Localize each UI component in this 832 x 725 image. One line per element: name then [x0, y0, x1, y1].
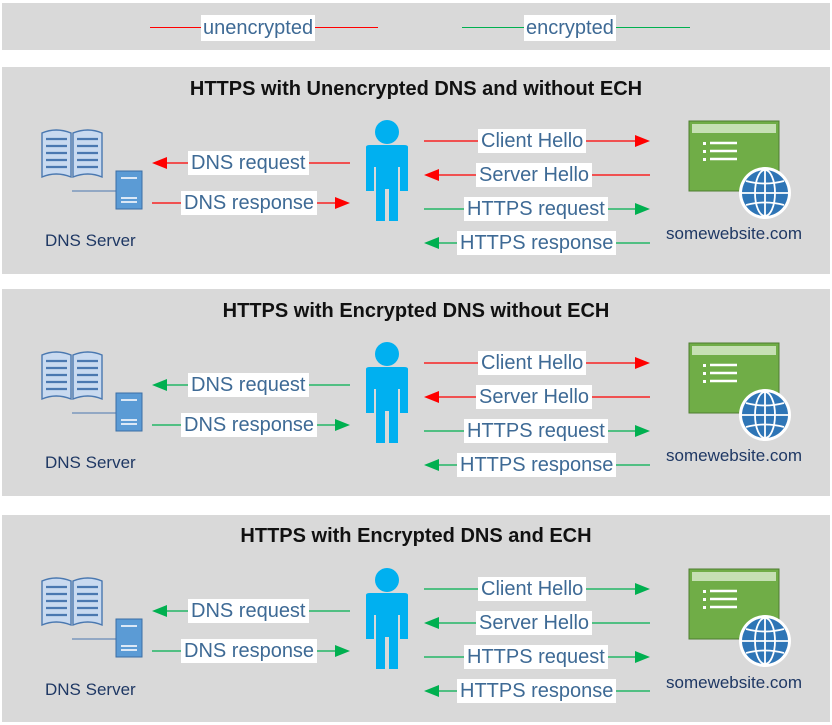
server-icon	[72, 618, 143, 658]
book-icon	[41, 577, 103, 627]
flow-label-server-hello: Server Hello	[476, 163, 593, 187]
flow-label-https-response: HTTPS response	[457, 231, 617, 255]
flow-label-https-response: HTTPS response	[457, 679, 617, 703]
website-label: somewebsite.com	[666, 673, 803, 692]
diagram-canvas	[41, 342, 791, 471]
flow-label-client-hello: Client Hello	[478, 129, 587, 153]
flow-label-https-request: HTTPS request	[464, 645, 608, 669]
section-title: HTTPS with Encrypted DNS without ECH	[222, 300, 610, 322]
globe-icon	[739, 615, 791, 667]
legend-panel: unencrypted encrypted	[2, 3, 830, 50]
website-icon	[688, 342, 791, 441]
flow-label-dns-response: DNS response	[181, 413, 318, 437]
flow-label-dns-request: DNS request	[188, 151, 309, 175]
website-label: somewebsite.com	[666, 224, 803, 243]
section-encrypted-dns-with-ech: HTTPS with Encrypted DNS and ECH DNS Ser…	[2, 515, 830, 722]
section-title: HTTPS with Encrypted DNS and ECH	[240, 525, 592, 547]
website-label: somewebsite.com	[666, 446, 803, 465]
flow-label-dns-request: DNS request	[188, 599, 309, 623]
website-icon	[688, 120, 791, 219]
user-icon	[366, 120, 408, 221]
legend-unencrypted-label: unencrypted	[201, 15, 316, 41]
legend-encrypted-label: encrypted	[524, 15, 616, 41]
section-unencrypted-dns-no-ech: HTTPS with Unencrypted DNS and without E…	[2, 67, 830, 274]
section-encrypted-dns-no-ech: HTTPS with Encrypted DNS without ECH DNS…	[2, 289, 830, 496]
dns-server-label: DNS Server	[45, 453, 136, 472]
website-icon	[688, 568, 791, 667]
dns-server-label: DNS Server	[45, 680, 136, 699]
flow-label-server-hello: Server Hello	[476, 611, 593, 635]
book-icon	[41, 129, 103, 179]
flow-label-client-hello: Client Hello	[478, 577, 587, 601]
flow-label-dns-response: DNS response	[181, 191, 318, 215]
flow-label-server-hello: Server Hello	[476, 385, 593, 409]
flow-label-https-request: HTTPS request	[464, 197, 608, 221]
globe-icon	[739, 167, 791, 219]
user-icon	[366, 342, 408, 443]
flow-label-dns-request: DNS request	[188, 373, 309, 397]
dns-server-label: DNS Server	[45, 231, 136, 250]
flow-label-https-request: HTTPS request	[464, 419, 608, 443]
server-icon	[72, 392, 143, 432]
server-icon	[72, 170, 143, 210]
globe-icon	[739, 389, 791, 441]
flow-label-dns-response: DNS response	[181, 639, 318, 663]
flow-label-client-hello: Client Hello	[478, 351, 587, 375]
book-icon	[41, 351, 103, 401]
section-title: HTTPS with Unencrypted DNS and without E…	[189, 78, 643, 100]
user-icon	[366, 568, 408, 669]
flow-label-https-response: HTTPS response	[457, 453, 617, 477]
